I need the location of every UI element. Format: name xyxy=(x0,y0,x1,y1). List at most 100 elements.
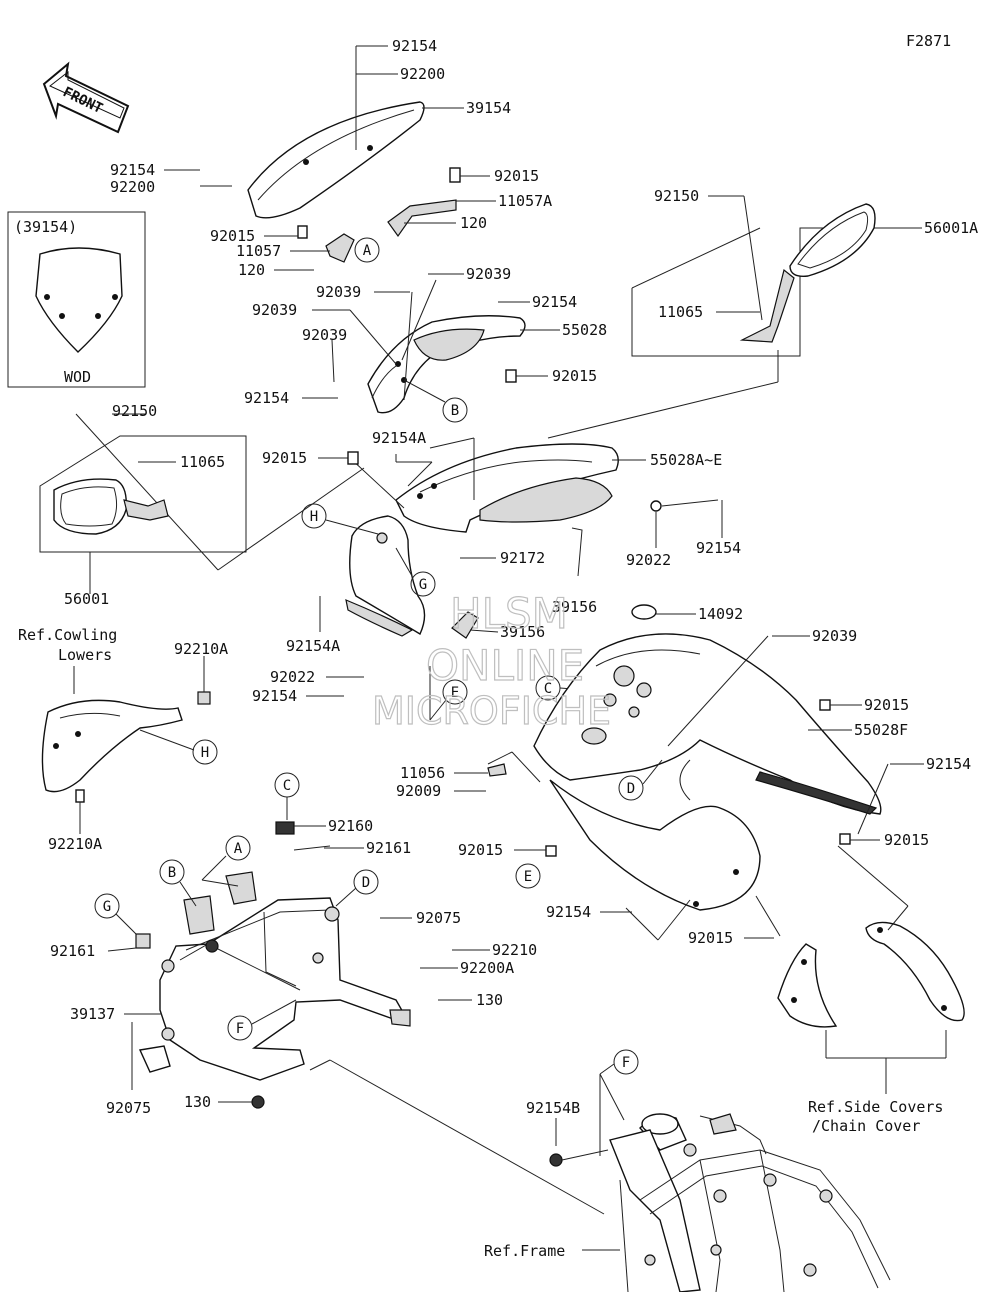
cowling-stay-39137 xyxy=(138,821,411,1081)
bracket-11057 xyxy=(325,233,355,263)
callout-d-lower: D xyxy=(362,875,370,891)
callout-e: E xyxy=(451,685,459,701)
figure-code: F2871 xyxy=(906,32,951,50)
label-92210a: 92210A xyxy=(174,640,228,658)
label-92015: 92015 xyxy=(262,449,307,467)
callout-g-lower: G xyxy=(103,899,111,915)
label-56001a: 56001A xyxy=(924,219,978,237)
front-arrow-icon: FRONT xyxy=(42,61,130,134)
label-92154: 92154 xyxy=(546,903,591,921)
label-11056: 11056 xyxy=(400,764,445,782)
grommet-14092 xyxy=(631,604,657,620)
label-39156: 39156 xyxy=(552,598,597,616)
label-39137: 39137 xyxy=(70,1005,115,1023)
label-55028a-e: 55028A~E xyxy=(650,451,722,469)
label-92154: 92154 xyxy=(244,389,289,407)
label-92015: 92015 xyxy=(864,696,909,714)
bracket-11057a xyxy=(387,199,457,238)
callout-g: G xyxy=(419,577,427,593)
label-92150: 92150 xyxy=(654,187,699,205)
label-92210: 92210 xyxy=(492,941,537,959)
label-92154: 92154 xyxy=(392,37,437,55)
callout-b-lower: B xyxy=(168,865,176,881)
side-cover-right xyxy=(865,921,965,1022)
label-92154a: 92154A xyxy=(372,429,426,447)
label-92039: 92039 xyxy=(812,627,857,645)
label-55028: 55028 xyxy=(562,321,607,339)
label-92022: 92022 xyxy=(270,668,315,686)
label-92015: 92015 xyxy=(552,367,597,385)
label-92154: 92154 xyxy=(110,161,155,179)
callout-f-frame: F xyxy=(622,1055,630,1071)
label-39156: 39156 xyxy=(500,623,545,641)
ref-side-covers-line1: Ref.Side Covers xyxy=(808,1098,943,1116)
label-92154a: 92154A xyxy=(286,637,340,655)
label-92022: 92022 xyxy=(626,551,671,569)
inner-cowl-55028f xyxy=(533,633,882,911)
label-11057a: 11057A xyxy=(498,192,552,210)
callout-h-lower: H xyxy=(201,745,209,761)
label-92154: 92154 xyxy=(252,687,297,705)
label-120: 120 xyxy=(238,261,265,279)
label-92161: 92161 xyxy=(366,839,411,857)
label-92075: 92075 xyxy=(416,909,461,927)
label-55028f: 55028F xyxy=(854,721,908,739)
ref-cowling-line1: Ref.Cowling xyxy=(18,626,117,644)
frame xyxy=(609,1113,891,1292)
label-92015: 92015 xyxy=(494,167,539,185)
label-92015: 92015 xyxy=(884,831,929,849)
label-92154: 92154 xyxy=(926,755,971,773)
callout-a: A xyxy=(363,243,372,259)
label-130: 130 xyxy=(184,1093,211,1111)
label-14092: 14092 xyxy=(698,605,743,623)
inset-part-label: (39154) xyxy=(14,218,77,236)
inset-caption: WOD xyxy=(64,368,91,386)
label-92015: 92015 xyxy=(458,841,503,859)
label-92160: 92160 xyxy=(328,817,373,835)
label-39154: 39154 xyxy=(466,99,511,117)
label-120: 120 xyxy=(460,214,487,232)
cowl-55028a-e xyxy=(395,443,619,533)
label-11057: 11057 xyxy=(236,242,281,260)
windshield-39154 xyxy=(247,101,425,219)
callout-c: C xyxy=(544,681,552,697)
label-92039: 92039 xyxy=(316,283,361,301)
label-92075: 92075 xyxy=(106,1099,151,1117)
label-92150: 92150 xyxy=(112,402,157,420)
label-92154: 92154 xyxy=(696,539,741,557)
label-11065: 11065 xyxy=(180,453,225,471)
callout-e-lower: E xyxy=(524,869,532,885)
watermark-line2: ONLINE xyxy=(426,641,584,690)
callout-a-lower: A xyxy=(234,841,243,857)
callout-f-lower: F xyxy=(236,1021,244,1037)
side-cowl-left xyxy=(345,515,426,637)
label-130: 130 xyxy=(476,991,503,1009)
callout-d: D xyxy=(627,781,635,797)
ref-side-covers-line2: /Chain Cover xyxy=(812,1117,920,1135)
callout-h: H xyxy=(310,509,318,525)
mirror-56001a xyxy=(739,203,876,343)
label-92210a: 92210A xyxy=(48,835,102,853)
callout-c-lower: C xyxy=(283,778,291,794)
label-56001: 56001 xyxy=(64,590,109,608)
mirror-56001 xyxy=(53,478,169,535)
watermark-line1: HLSM xyxy=(450,589,568,638)
ref-frame: Ref.Frame xyxy=(484,1242,565,1260)
cowling-lower xyxy=(41,699,183,793)
label-92200: 92200 xyxy=(110,178,155,196)
label-92015: 92015 xyxy=(688,929,733,947)
label-92200: 92200 xyxy=(400,65,445,83)
inset-wod: (39154) WOD xyxy=(7,211,146,388)
watermark-line3: MICROFICHE xyxy=(372,689,611,733)
label-92009: 92009 xyxy=(396,782,441,800)
label-92172: 92172 xyxy=(500,549,545,567)
label-92154b: 92154B xyxy=(526,1099,580,1117)
side-cover-left xyxy=(777,943,838,1028)
label-92015: 92015 xyxy=(210,227,255,245)
label-92200a: 92200A xyxy=(460,959,514,977)
label-92039: 92039 xyxy=(252,301,297,319)
label-92039: 92039 xyxy=(466,265,511,283)
label-92161: 92161 xyxy=(50,942,95,960)
label-92039: 92039 xyxy=(302,326,347,344)
